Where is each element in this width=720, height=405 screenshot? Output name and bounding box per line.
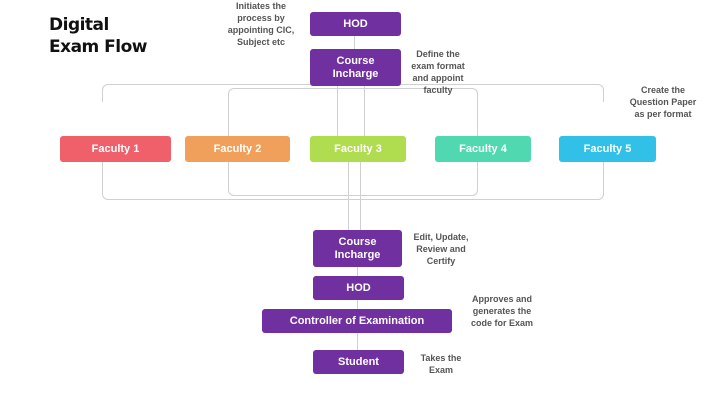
connector-mid-bottom-loop (228, 162, 478, 196)
hod-top-node: HOD (310, 12, 401, 36)
connector-top-spine (354, 36, 355, 49)
note-define: Define the exam format and appoint facul… (411, 49, 465, 95)
connector-inner-bottom-right (360, 162, 368, 230)
connector-outer-bottom-loop (102, 162, 604, 200)
connector-inner-top-left (337, 84, 345, 136)
connector-inner-bottom-left (348, 162, 356, 230)
note-edit: Edit, Update, Review and Certify (413, 232, 469, 266)
note-create: Create the Question Paper as per format (629, 85, 697, 119)
controller-of-examination-node: Controller of Examination (262, 309, 452, 333)
diagram-title: Digital Exam Flow (49, 14, 148, 58)
faculty-5-node: Faculty 5 (559, 136, 656, 162)
faculty-1-node: Faculty 1 (60, 136, 171, 162)
connector-inner-top-right (364, 84, 372, 136)
course-incharge-bottom-node: Course Incharge (313, 230, 402, 267)
course-incharge-top-node: Course Incharge (310, 49, 401, 86)
connector-lower-spine (357, 266, 358, 350)
faculty-3-node: Faculty 3 (310, 136, 406, 162)
faculty-4-node: Faculty 4 (435, 136, 531, 162)
title-line-1: Digital (49, 15, 109, 35)
note-approves: Approves and generates the code for Exam (470, 294, 534, 328)
faculty-2-node: Faculty 2 (185, 136, 290, 162)
connector-mid-top-loop (228, 88, 478, 136)
note-takes: Takes the Exam (420, 353, 462, 375)
title-line-2: Exam Flow (49, 37, 148, 57)
student-node: Student (313, 350, 404, 374)
note-initiates: Initiates the process by appointing CIC,… (227, 1, 295, 47)
hod-bottom-node: HOD (313, 276, 404, 300)
